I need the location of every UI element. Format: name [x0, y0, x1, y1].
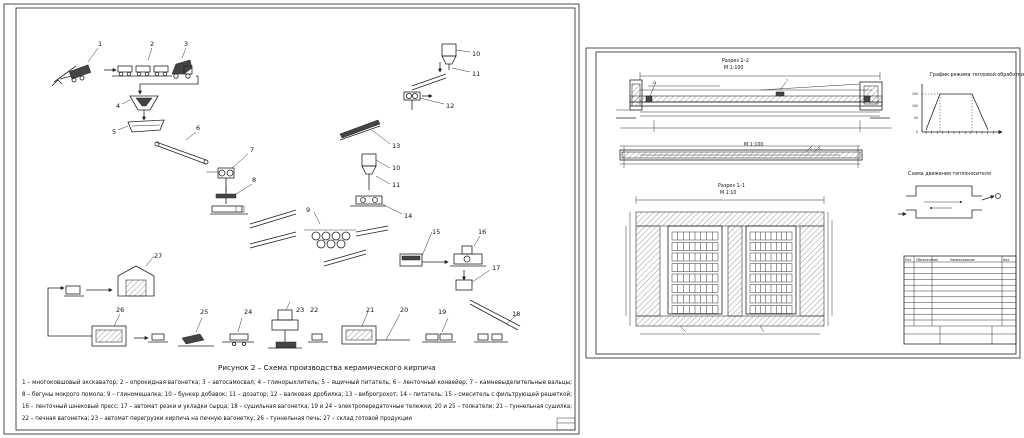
svg-text:19: 19 — [438, 308, 446, 316]
drying-car-18 — [469, 299, 521, 331]
additive-hopper-10-top — [438, 43, 471, 73]
section-11-title: Разрез 1–1 — [718, 183, 745, 189]
callout-15: 15 — [652, 81, 656, 85]
svg-text:21: 21 — [366, 306, 374, 314]
box-feeder-5 — [117, 110, 165, 133]
svg-text:24: 24 — [244, 308, 252, 316]
spec-rows — [904, 267, 1016, 321]
graph-y-tick-150: 150 — [912, 92, 918, 96]
svg-text:11: 11 — [472, 70, 480, 78]
sheet-2-frame — [585, 47, 1021, 359]
clay-mixer-9 — [304, 211, 356, 249]
graph-y-tick-0: 0 — [916, 130, 918, 134]
belt-conveyor-6 — [154, 131, 209, 165]
graph-y-tick-50: 50 — [914, 116, 918, 120]
vibrating-screen-13 — [339, 119, 391, 145]
spec-header-designation: Обозначение — [916, 258, 938, 262]
section-22-title: Разрез 2–2 — [722, 58, 749, 64]
svg-text:20: 20 — [400, 306, 408, 314]
svg-text:7: 7 — [250, 146, 254, 154]
legend-line-4: 22 – печная вагонетка; 23 – автомат пере… — [22, 414, 412, 422]
svg-text:25: 25 — [200, 308, 208, 316]
svg-text:10: 10 — [472, 50, 480, 58]
svg-text:12: 12 — [446, 102, 454, 110]
spec-table — [903, 255, 1017, 345]
legend-line-2: 8 – бегуны мокрого помола; 9 – глиномеша… — [22, 390, 572, 398]
section-22-drawing — [616, 72, 892, 132]
auger-press-16 — [450, 235, 486, 267]
flow-line — [138, 75, 199, 95]
svg-text:8: 8 — [252, 176, 256, 184]
plan-scale: М 1:100 — [744, 142, 764, 148]
additive-hopper-10-mid — [361, 153, 391, 190]
section-22-scale: М 1:100 — [724, 65, 744, 71]
excavator-1 — [51, 47, 99, 87]
bottom-process-line — [47, 255, 508, 349]
callout-7: 7 — [786, 79, 788, 83]
tipping-wagons-2 — [104, 47, 172, 77]
svg-text:10: 10 — [392, 164, 400, 172]
stacked-bricks — [671, 231, 793, 314]
svg-text:18: 18 — [512, 310, 520, 318]
spec-header-name: Наименование — [950, 258, 975, 262]
graph-y-tick-100: 100 — [912, 104, 918, 108]
svg-text:13: 13 — [392, 142, 400, 150]
legend-line-1: 1 – многоковшовый экскаватор; 2 – опроки… — [22, 378, 572, 386]
dump-truck-3 — [171, 47, 193, 79]
svg-text:5: 5 — [112, 128, 116, 136]
graph-title: График режима тепловой обработки — [930, 71, 1024, 78]
svg-text:6: 6 — [196, 124, 200, 132]
spec-header-pos: Поз. — [905, 258, 912, 262]
legend-line-3: 16 – ленточный шнековый пресс; 17 – авто… — [22, 402, 572, 410]
svg-text:27: 27 — [154, 252, 162, 260]
svg-text:15: 15 — [432, 228, 440, 236]
callout-2: 2 — [818, 147, 820, 151]
svg-text:3: 3 — [184, 40, 188, 48]
stone-rolls-7 — [206, 153, 249, 192]
inclined-conveyors — [249, 209, 297, 249]
wet-pan-mill-8 — [210, 183, 253, 215]
position-labels: 1 2 3 4 5 6 7 8 9 10 11 12 13 10 11 14 1… — [98, 40, 520, 318]
scheme-title: Схема движения теплоносителя — [908, 171, 991, 177]
svg-text:23: 23 — [296, 306, 304, 314]
clay-loosener-4 — [121, 95, 159, 111]
cutting-machine-17 — [455, 269, 491, 291]
mixer-grating-15 — [399, 231, 449, 267]
figure-caption: Рисунок 2 – Схема производства керамичес… — [218, 363, 436, 372]
svg-text:14: 14 — [404, 212, 412, 220]
plan-view-drawing — [619, 145, 863, 168]
svg-text:9: 9 — [306, 206, 310, 214]
svg-text:17: 17 — [492, 264, 500, 272]
svg-text:2: 2 — [150, 40, 154, 48]
svg-text:26: 26 — [116, 306, 124, 314]
callout-1: 1 — [810, 147, 812, 151]
svg-text:11: 11 — [392, 181, 400, 189]
spec-header-qty: Кол. — [1003, 258, 1010, 262]
roll-crusher-12 — [403, 91, 445, 110]
svg-text:1: 1 — [98, 40, 102, 48]
svg-text:22: 22 — [310, 306, 318, 314]
sheet-1-frame — [3, 3, 580, 435]
svg-text:16: 16 — [478, 228, 486, 236]
section-11-drawing — [625, 196, 833, 335]
graph-x-ticks — [925, 131, 1000, 134]
heat-treatment-graph — [921, 84, 1003, 134]
heat-carrier-scheme — [898, 185, 1001, 219]
section-11-scale: М 1:10 — [720, 190, 736, 196]
svg-text:4: 4 — [116, 102, 120, 110]
feeder-14 — [350, 195, 403, 215]
